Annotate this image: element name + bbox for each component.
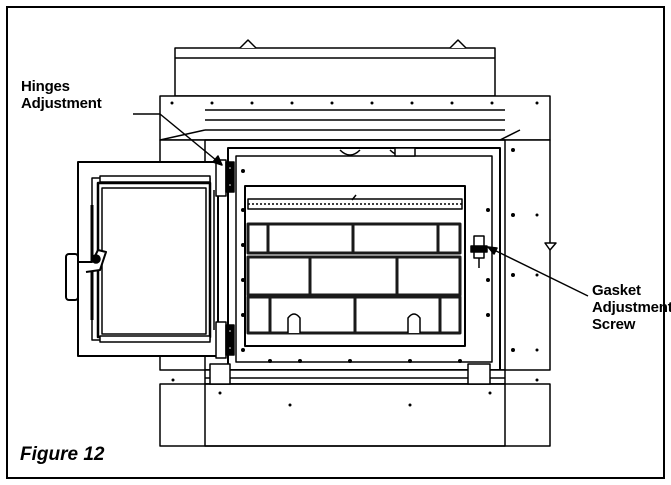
hinges-adjustment-label: Hinges Adjustment bbox=[21, 78, 102, 112]
gasket-arrowhead bbox=[487, 246, 498, 255]
gasket-label-line2: Adjustment bbox=[592, 299, 671, 316]
figure-caption: Figure 12 bbox=[20, 444, 105, 465]
frame-rivets bbox=[241, 148, 539, 363]
brick-wall bbox=[246, 222, 462, 335]
hinges-label-line1: Hinges bbox=[21, 78, 70, 95]
lower-base bbox=[159, 363, 551, 447]
hinge-arrowhead bbox=[212, 155, 223, 166]
gasket-adjustment-screw-label: Gasket Adjustment Screw bbox=[592, 282, 671, 333]
top-hood bbox=[174, 39, 496, 97]
hinges-label-line2: Adjustment bbox=[21, 95, 102, 112]
gasket-label-line1: Gasket bbox=[592, 282, 641, 299]
gasket-label-line3: Screw bbox=[592, 316, 636, 333]
latch-icon bbox=[470, 235, 488, 268]
log-grate-slots bbox=[287, 313, 421, 333]
upper-louver-panel bbox=[159, 95, 551, 141]
leader-lines bbox=[133, 113, 589, 297]
hinge-icon bbox=[215, 159, 235, 359]
door-handle-icon bbox=[65, 249, 107, 301]
